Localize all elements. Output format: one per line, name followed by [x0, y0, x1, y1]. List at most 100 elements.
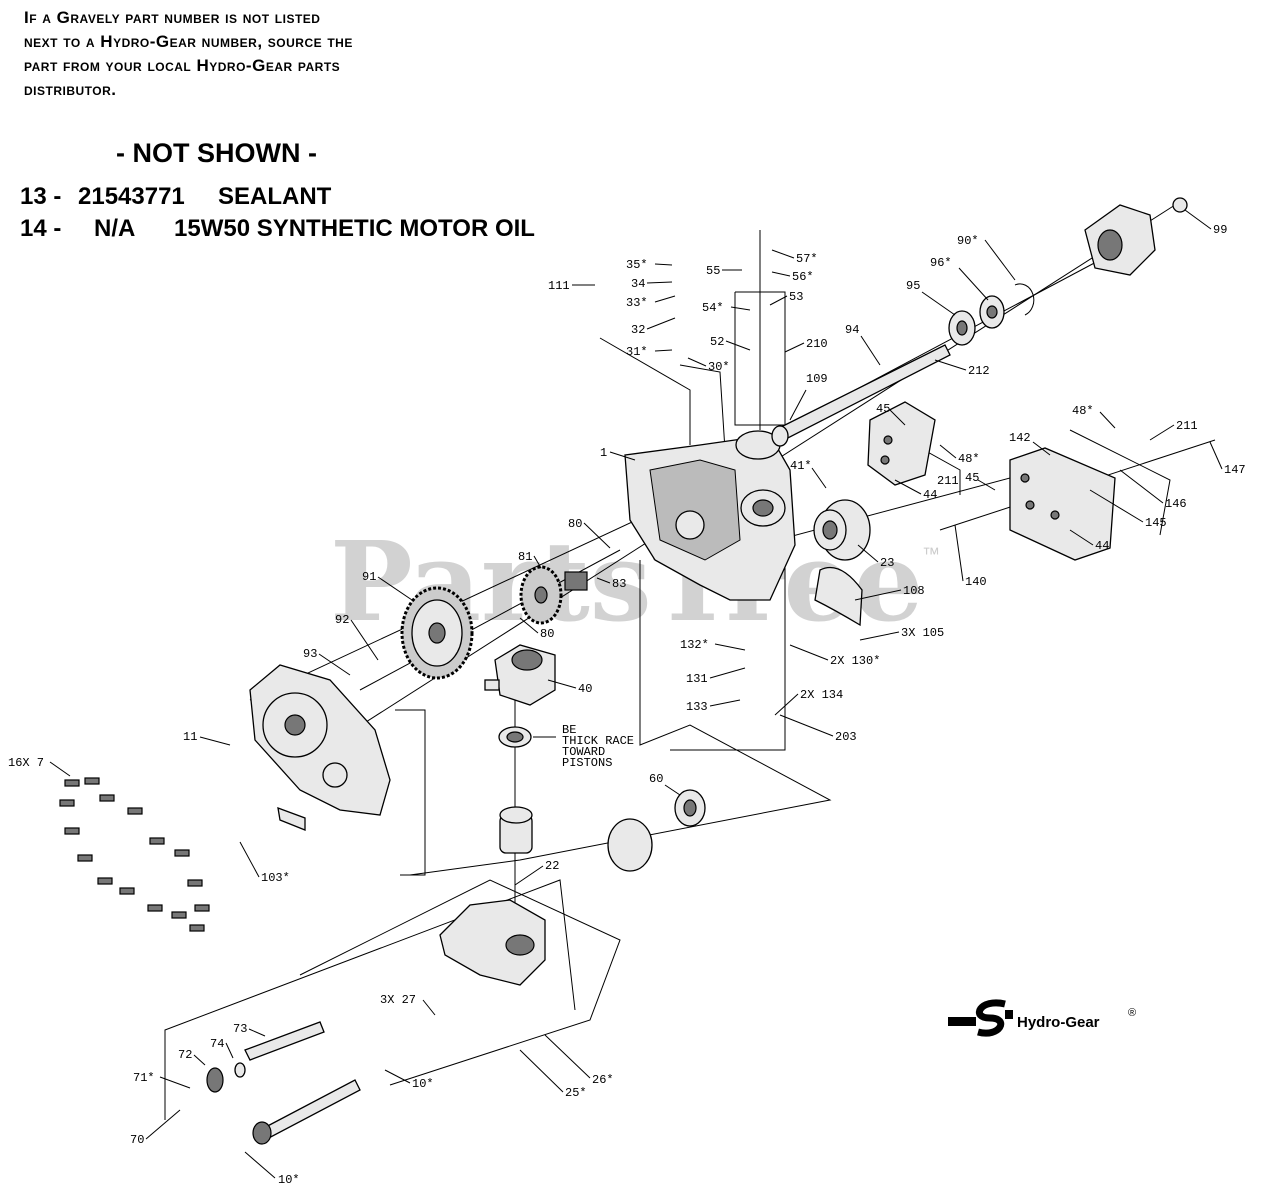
- item-part-number: N/A: [94, 215, 136, 242]
- center-section: [484, 644, 556, 706]
- part-callout-label: 25*: [565, 1086, 587, 1100]
- part-callout-label: 96*: [930, 256, 952, 270]
- part-callout-label: 48*: [1072, 404, 1094, 418]
- part-callout-label: 92: [335, 613, 349, 627]
- part-callout-label: 72: [178, 1048, 192, 1062]
- thick-race-note: BE THICK RACE TOWARD PISTONS: [533, 723, 634, 770]
- output-shaft: [252, 1079, 361, 1145]
- part-callout-label: 71*: [133, 1071, 155, 1085]
- item-part-number: 21543771: [78, 183, 185, 210]
- part-callout-label: 45: [876, 402, 890, 416]
- part-callout-label: 140: [965, 575, 987, 589]
- part-callout-label: 44: [923, 488, 937, 502]
- part-callout-label: 70: [130, 1133, 144, 1147]
- part-callout-label: 34: [631, 277, 645, 291]
- part-callout-label: 55: [706, 264, 720, 278]
- part-callout-label: BE: [562, 723, 576, 737]
- brand-name: Hydro-Gear: [1017, 1014, 1100, 1031]
- watermark-tm: ™: [922, 544, 940, 564]
- end-cover-housing: [249, 664, 391, 816]
- part-callout-label: 132*: [680, 638, 709, 652]
- part-callout-label: 212: [968, 364, 990, 378]
- note-line: If a Gravely part number is not listed: [24, 8, 321, 27]
- part-callout-label: 22: [545, 859, 559, 873]
- hydro-gear-s-icon: [975, 999, 1006, 1037]
- part-callout-label: 57*: [796, 252, 818, 266]
- part-callout-label: 73: [233, 1022, 247, 1036]
- hydro-gear-logo: Hydro-Gear ®: [948, 999, 1136, 1037]
- part-callout-label: 111: [548, 279, 570, 293]
- part-callout-label: 3X 105: [901, 626, 944, 640]
- part-callout-label: 56*: [792, 270, 814, 284]
- axle-shaft: [771, 283, 1035, 447]
- brand-registered: ®: [1128, 1007, 1136, 1019]
- part-callout-label: 32: [631, 323, 645, 337]
- bypass-arm: [277, 807, 306, 831]
- part-callout-label: 109: [806, 372, 828, 386]
- part-callout-label: 131: [686, 672, 708, 686]
- part-callout-label: 80: [540, 627, 554, 641]
- part-callout-label: 2X 134: [800, 688, 843, 702]
- part-callout-label: 142: [1009, 431, 1031, 445]
- motor-cylinder-block: [607, 789, 706, 872]
- item-description: SEALANT: [218, 183, 332, 210]
- part-callout-label: 26*: [592, 1073, 614, 1087]
- part-callout-label: 91: [362, 570, 376, 584]
- part-callout-label: 30*: [708, 360, 730, 374]
- part-callout-label: 45: [965, 471, 979, 485]
- brake-shield: [814, 566, 863, 627]
- part-callout-label: 93: [303, 647, 317, 661]
- part-callout-label: 145: [1145, 516, 1167, 530]
- part-callout-label: 133: [686, 700, 708, 714]
- not-shown-item: 13 - 21543771 SEALANT: [20, 183, 580, 213]
- part-callout-label: 52: [710, 335, 724, 349]
- callout-labels: 1 16X 7 10* 10* 11 22 23 25* 26* 3X 27 3…: [8, 209, 1246, 1187]
- part-callout-label: 35*: [626, 258, 648, 272]
- part-callout-label: 147: [1224, 463, 1246, 477]
- spur-gear: [519, 565, 563, 625]
- part-callout-label: 44: [1095, 539, 1109, 553]
- not-shown-heading: - NOT SHOWN -: [116, 138, 317, 168]
- part-callout-label: 54*: [702, 301, 724, 315]
- part-callout-label: 40: [578, 682, 592, 696]
- wheel-hub: [1084, 197, 1188, 276]
- pinion-gear: [564, 571, 588, 591]
- part-callout-label: 211: [937, 474, 959, 488]
- item-description: 15W50 SYNTHETIC MOTOR OIL: [174, 215, 535, 242]
- part-callout-label: 83: [612, 577, 626, 591]
- part-callout-label: 1: [600, 446, 607, 460]
- not-shown-item: 14 - N/A 15W50 SYNTHETIC MOTOR OIL: [20, 215, 580, 245]
- part-callout-label: 53: [789, 290, 803, 304]
- part-callout-label: 74: [210, 1037, 224, 1051]
- part-callout-label: 41*: [790, 459, 812, 473]
- part-callout-label: 2X 130*: [830, 654, 880, 668]
- sourcing-note: If a Gravely part number is not listed n…: [24, 6, 464, 102]
- part-callout-label: 80: [568, 517, 582, 531]
- part-callout-label: 203: [835, 730, 857, 744]
- input-shaft: [206, 1021, 325, 1093]
- part-callout-label: 11: [183, 730, 197, 744]
- part-callout-label: 90*: [957, 234, 979, 248]
- part-callout-label: 99: [1213, 223, 1227, 237]
- part-callout-label: 108: [903, 584, 925, 598]
- part-callout-label: 60: [649, 772, 663, 786]
- item-ref: 13 -: [20, 183, 62, 210]
- part-callout-label: 10*: [278, 1173, 300, 1187]
- bolt-set: [59, 777, 210, 932]
- thrust-bearing: [498, 726, 532, 748]
- part-callout-label: 48*: [958, 452, 980, 466]
- charge-pump-housing: [439, 899, 546, 986]
- item-ref: 14 -: [20, 215, 62, 242]
- part-callout-label: 81: [518, 550, 532, 564]
- part-callout-label: 10*: [412, 1077, 434, 1091]
- part-callout-label: 31*: [626, 345, 648, 359]
- part-callout-label: 95: [906, 279, 920, 293]
- part-callout-label: PISTONS: [562, 756, 612, 770]
- grouping-boxes: [164, 291, 1171, 1120]
- note-line: next to a Hydro-Gear number, source the: [24, 32, 353, 51]
- cylinder-block: [499, 806, 533, 854]
- note-line: part from your local Hydro-Gear parts: [24, 56, 341, 75]
- brake-drum: [813, 499, 871, 561]
- main-housing: [624, 430, 796, 601]
